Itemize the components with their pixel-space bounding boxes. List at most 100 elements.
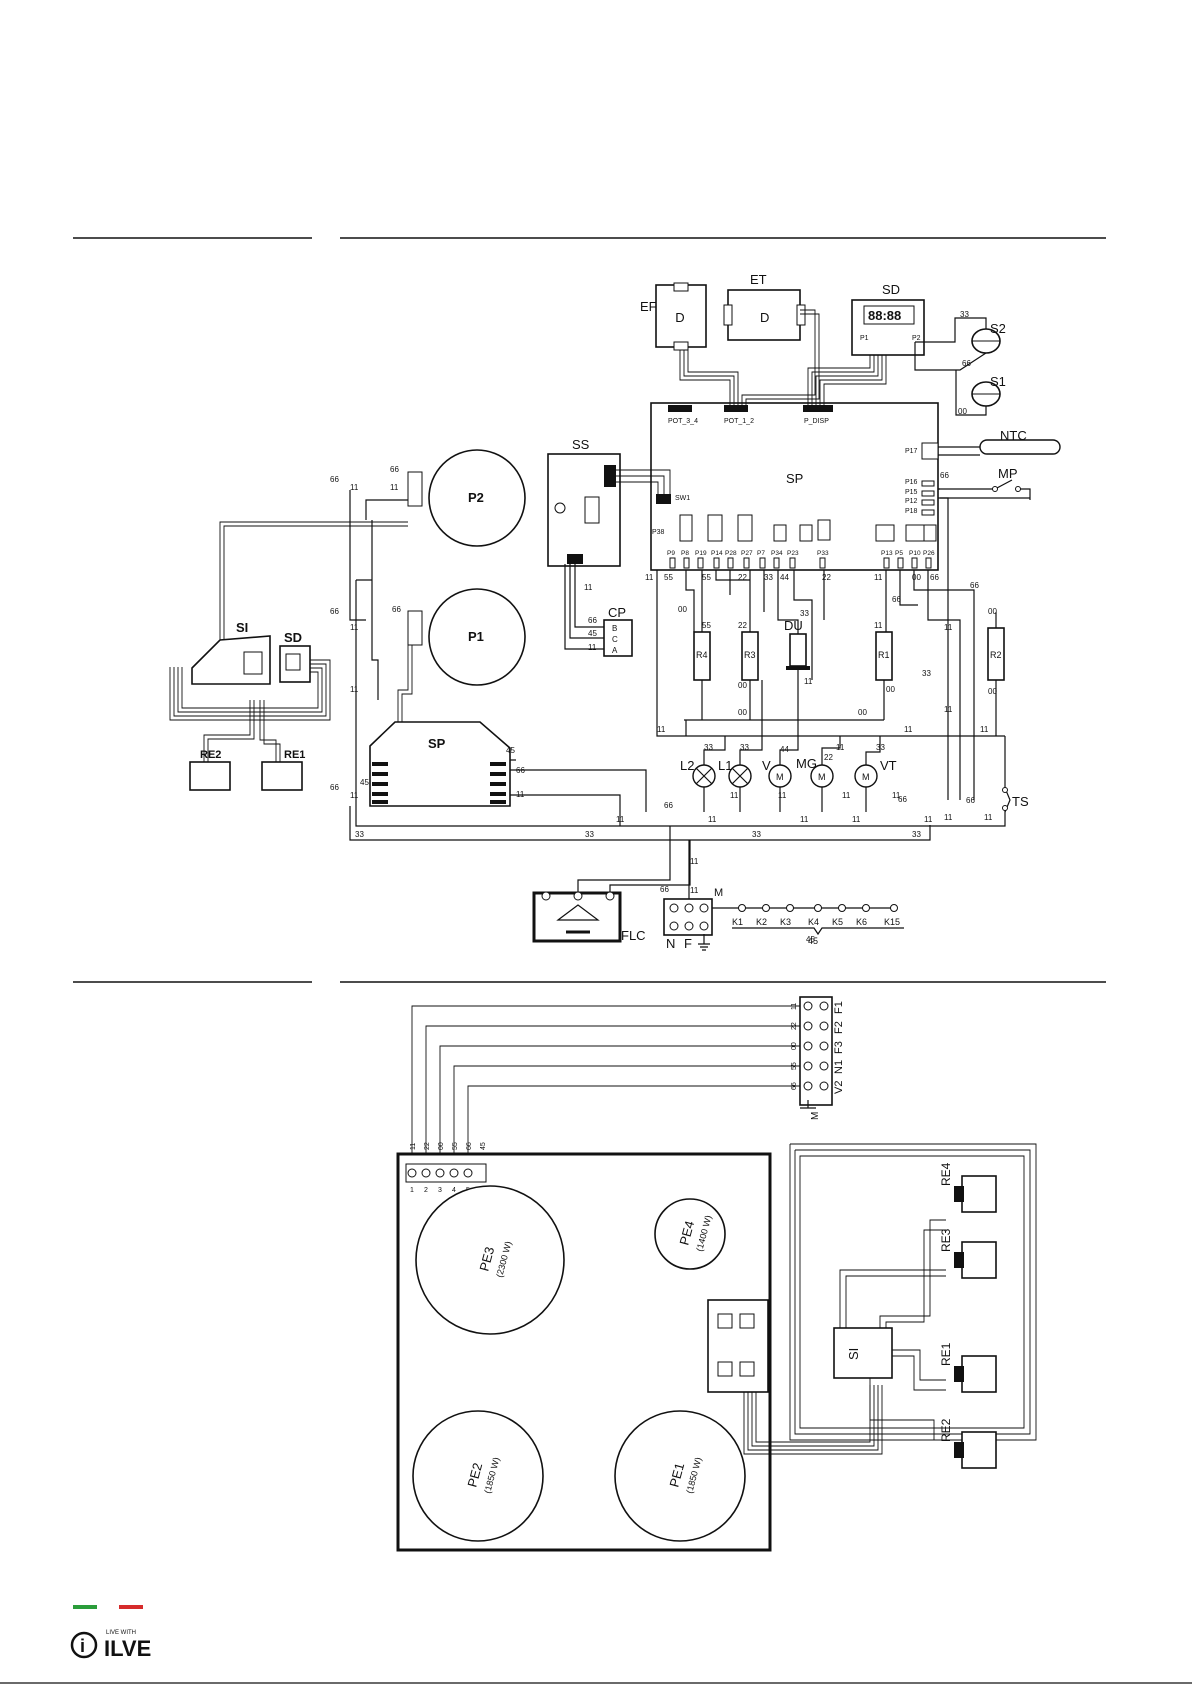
k-terminal-k15: K15 — [884, 917, 900, 927]
svg-text:M: M — [862, 772, 870, 782]
wire-number-11: 11 — [690, 857, 699, 866]
k-terminal-k6: K6 — [856, 917, 867, 927]
wire-number-11: 11 — [390, 483, 399, 492]
vt-motor: M VT — [854, 758, 897, 788]
wire-number-11: 11 — [804, 677, 813, 686]
p2-hotplate: P2 — [428, 449, 526, 547]
wire-number-55: 55 — [702, 621, 711, 630]
svg-text:NTC: NTC — [1000, 428, 1027, 443]
plate-wire-00: 00 — [438, 1142, 445, 1150]
italy-accent-red — [119, 1605, 143, 1609]
svg-text:FLC: FLC — [621, 928, 646, 943]
wire-number-00: 00 — [886, 685, 895, 694]
wire-number-66: 66 — [390, 465, 399, 474]
svg-text:VT: VT — [880, 758, 897, 773]
relay-re1 — [961, 1355, 997, 1393]
wire-number-11: 11 — [800, 815, 809, 824]
port-label-p27: P27 — [741, 550, 753, 557]
re2-relay: RE2 — [189, 749, 231, 791]
cp-connector: CP B C A — [603, 605, 633, 657]
svg-text:P1: P1 — [860, 335, 869, 342]
plate-wire-66: 66 — [466, 1142, 473, 1150]
svg-text:33: 33 — [960, 310, 969, 319]
wire-number-66: 66 — [970, 581, 979, 590]
wire-number-11: 11 — [924, 815, 933, 824]
wire-number-33: 33 — [764, 573, 773, 582]
terminal-f3: F3 — [833, 1041, 845, 1054]
wire-number-66: 66 — [892, 595, 901, 604]
sd-small-module: SD — [279, 630, 311, 683]
wire-number-11: 11 — [350, 483, 359, 492]
wire-number-66: 66 — [392, 605, 401, 614]
cooking-zone-pe4 — [654, 1198, 726, 1270]
cooking-zone-pe2 — [412, 1410, 544, 1542]
svg-text:M: M — [714, 887, 723, 899]
wire-number-00: 00 — [988, 687, 997, 696]
wire-number-33: 33 — [585, 830, 594, 839]
wire-number-11: 11 — [904, 725, 913, 734]
wire-number-45: 45 — [506, 746, 515, 755]
wire-number-11: 11 — [944, 813, 953, 822]
footer-tagline: LIVE WITH — [106, 1630, 136, 1636]
du-component: DU — [784, 618, 810, 670]
wire-number-11: 11 — [892, 791, 901, 800]
svg-text:CP: CP — [608, 605, 626, 620]
k-terminal-k2: K2 — [756, 917, 767, 927]
wire-number-45: 45 — [360, 778, 369, 787]
wire-number-22: 22 — [738, 573, 747, 582]
wire-number-11: 11 — [730, 791, 739, 800]
svg-text:POT_3_4: POT_3_4 — [668, 418, 698, 425]
port-label-p7: P7 — [757, 550, 765, 557]
wire-number-11: 11 — [616, 815, 625, 824]
wire-number-11: 11 — [852, 815, 861, 824]
wire-number-11: 11 — [588, 643, 597, 652]
wire-number-11: 11 — [584, 583, 593, 592]
brand-logo: ILVE — [104, 1636, 151, 1661]
italy-accent-green — [73, 1605, 97, 1609]
terminal-n1: N1 — [833, 1060, 845, 1074]
zone-name-pe3: PE3 — [476, 1245, 497, 1273]
svg-text:P_DISP: P_DISP — [804, 418, 829, 425]
wire-number-44: 44 — [780, 573, 789, 582]
r4-resistor: R4 — [693, 631, 711, 681]
wire-number-33: 33 — [912, 830, 921, 839]
wire-number-33: 33 — [355, 830, 364, 839]
wire-number-66: 66 — [330, 607, 339, 616]
s1-sensor: S1 — [971, 374, 1006, 407]
zone-name-pe1: PE1 — [666, 1461, 687, 1489]
port-label-p19: P19 — [695, 550, 707, 557]
svg-text:MG: MG — [796, 756, 817, 771]
wire-number-66: 66 — [898, 795, 907, 804]
plate-wire-45: 45 — [480, 1142, 487, 1150]
r1-resistor: R1 — [875, 631, 893, 681]
terminal-f2: F2 — [833, 1021, 845, 1034]
wire-number-66: 66 — [664, 801, 673, 810]
port-label-p28: P28 — [725, 550, 737, 557]
ts-label: TS — [1012, 794, 1029, 809]
wire-number-11: 11 — [874, 573, 883, 582]
wire-number-11: 11 — [350, 791, 359, 800]
wire-number-33: 33 — [704, 743, 713, 752]
sp-main-board: SP POT_3_4 POT_1_2 P_DISP P17 SW1 P38 P1… — [650, 402, 939, 571]
plate-terminal-3: 3 — [438, 1187, 442, 1194]
wire-number-66: 66 — [660, 885, 669, 894]
svg-text:POT_1_2: POT_1_2 — [724, 418, 754, 425]
relay-label-re2: RE2 — [939, 1418, 953, 1442]
wire-number-55: 55 — [664, 573, 673, 582]
k-terminal-k1: K1 — [732, 917, 743, 927]
wire-number-11: 11 — [350, 685, 359, 694]
wire-number-11: 11 — [980, 725, 989, 734]
wire-number-45: 45 — [806, 935, 815, 944]
port-label-p23: P23 — [787, 550, 799, 557]
svg-text:C: C — [612, 635, 618, 644]
footer-brand: i LIVE WITH ILVE — [70, 1605, 151, 1661]
board-relay — [905, 524, 925, 542]
port-label-p14: P14 — [711, 550, 723, 557]
wire-number-66: 66 — [966, 796, 975, 805]
wire-number-11: 11 — [690, 886, 699, 895]
svg-text:D: D — [675, 310, 684, 325]
si-module: SI — [191, 620, 271, 685]
svg-text:SP: SP — [428, 736, 446, 751]
hob-plate: 11220055664512345 PE3(2300 W)PE4(1400 W)… — [396, 1142, 772, 1552]
l2-lamp: L2 — [680, 758, 716, 788]
